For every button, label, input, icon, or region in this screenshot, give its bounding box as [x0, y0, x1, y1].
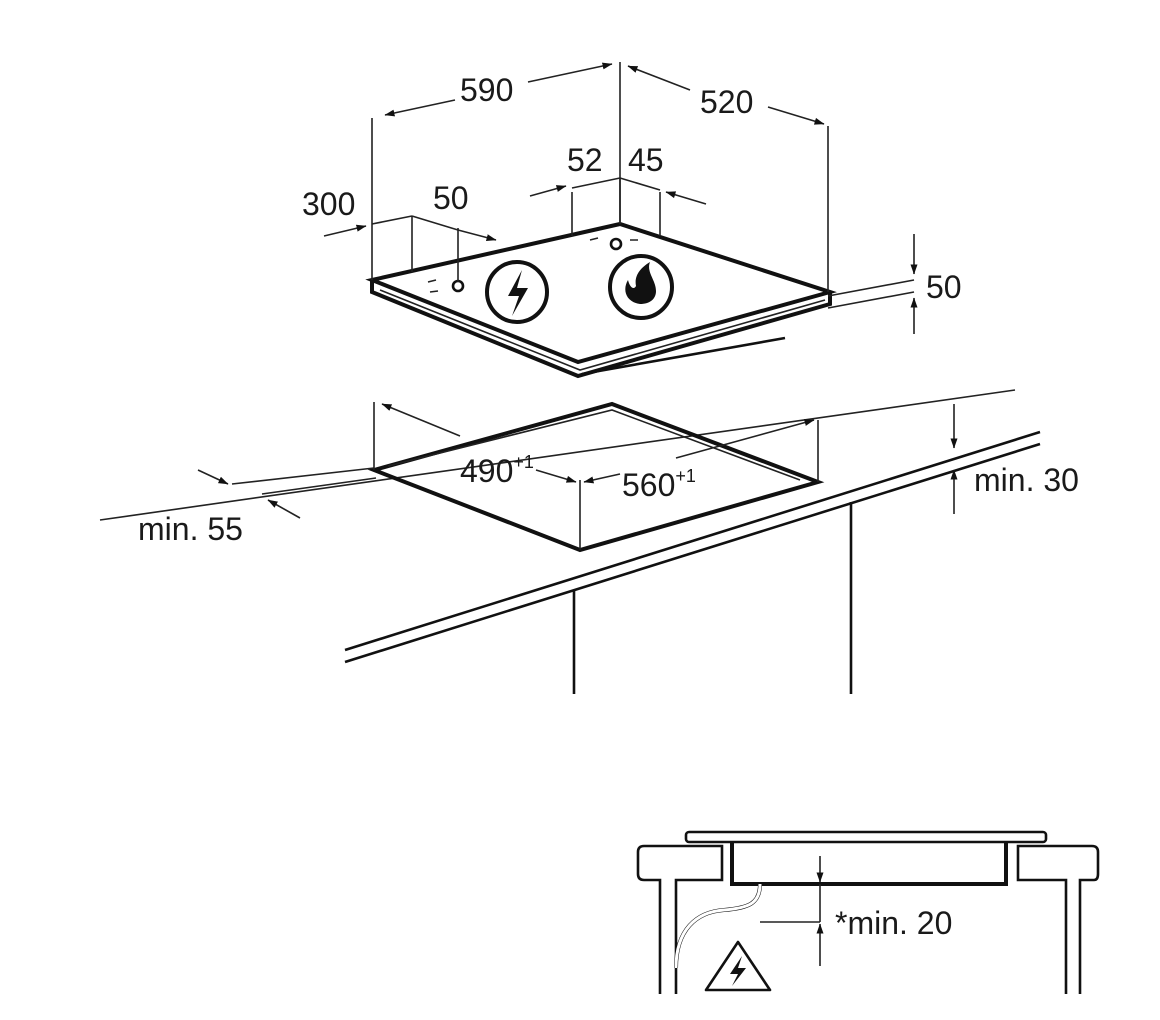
countertop-cutout — [367, 401, 825, 553]
control-knob-left — [451, 279, 465, 293]
dimension-min-55 — [197, 467, 377, 519]
control-knob-right — [609, 237, 623, 251]
lightning-bolt-icon — [485, 260, 549, 324]
dimension-52-45 — [529, 177, 707, 236]
label-560: 560+1 — [622, 466, 696, 503]
countertop — [99, 389, 1041, 694]
cross-section-detail — [636, 830, 1100, 994]
dimension-300-50 — [323, 215, 497, 282]
label-45: 45 — [628, 142, 664, 178]
hob-appliance — [365, 221, 837, 379]
label-520: 520 — [700, 84, 753, 120]
label-min-20: *min. 20 — [835, 905, 952, 941]
electric-warning-icon — [704, 940, 772, 992]
label-height-50: 50 — [926, 269, 962, 305]
label-52: 52 — [567, 142, 603, 178]
dimension-520 — [627, 65, 829, 292]
label-490: 490+1 — [460, 452, 534, 489]
dimension-height-50 — [827, 234, 918, 334]
label-min-55: min. 55 — [138, 511, 243, 547]
hob-rim — [370, 280, 832, 379]
flame-icon — [608, 254, 674, 320]
label-50-left: 50 — [433, 180, 469, 216]
label-590: 590 — [460, 72, 513, 108]
label-300: 300 — [302, 186, 355, 222]
label-min-30: min. 30 — [974, 462, 1079, 498]
